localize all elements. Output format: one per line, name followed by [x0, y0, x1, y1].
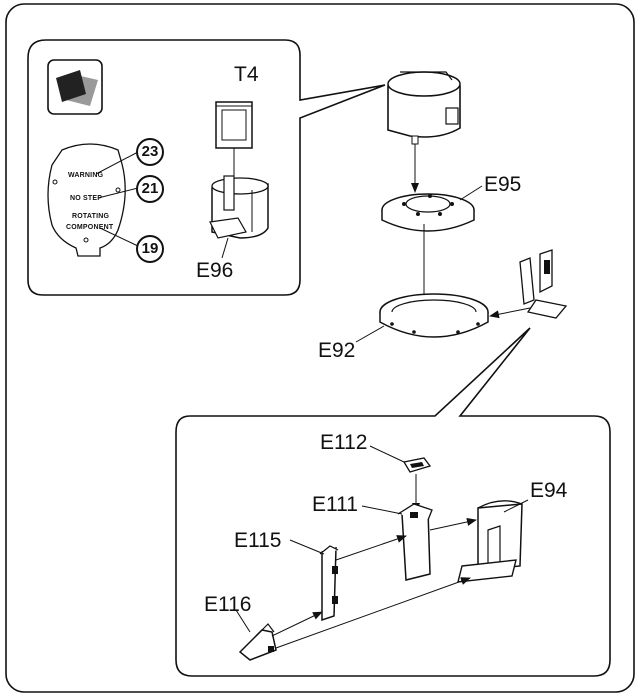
label-e115: E115	[234, 529, 282, 552]
part-t4	[215, 101, 253, 149]
part-motor-housing	[387, 71, 461, 145]
e111-to-e94-arrow	[429, 518, 477, 531]
label-e96: E96	[196, 259, 234, 282]
decal-sheet-outline	[47, 143, 126, 257]
e115-to-e111-arrow	[335, 535, 407, 561]
e96-leader	[221, 237, 229, 259]
label-e116: E116	[204, 593, 252, 616]
decal-no-step: NO STEP	[70, 195, 103, 202]
gantry-to-base-arrow	[489, 307, 531, 319]
part-e115	[319, 545, 339, 622]
e112-leader	[369, 445, 405, 463]
e94-leader	[503, 499, 529, 513]
callout-19: 19	[136, 235, 164, 263]
part-gantry-assembly	[519, 249, 568, 319]
e111-leader	[361, 505, 403, 515]
label-e92: E92	[318, 339, 356, 362]
part-e94	[457, 500, 523, 583]
part-e96	[209, 175, 269, 239]
decal-component: COMPONENT	[66, 224, 114, 231]
label-t4: T4	[234, 63, 259, 86]
part-e92	[379, 293, 489, 338]
decal-warning: WARNING	[68, 172, 104, 179]
callout-21: 21	[136, 175, 164, 203]
e116-to-e94-arrow	[275, 577, 471, 649]
e92-leader	[355, 325, 385, 343]
decal-swatch-icon	[47, 59, 103, 115]
decal-rotating: ROTATING	[72, 213, 110, 220]
label-e112: E112	[320, 431, 368, 454]
label-e111: E111	[312, 493, 358, 516]
label-e94: E94	[530, 479, 568, 502]
part-e111	[397, 503, 433, 581]
part-e95	[381, 193, 475, 232]
part-e112	[402, 457, 432, 473]
e115-leader	[289, 539, 325, 555]
label-e95: E95	[484, 173, 522, 196]
e95-leader	[459, 185, 483, 201]
part-e116	[238, 623, 277, 661]
e116-leader	[235, 609, 251, 633]
callout-23: 23	[136, 138, 164, 166]
e116-to-e115-arrow	[271, 611, 323, 637]
bottom-inset-panel	[175, 327, 611, 677]
